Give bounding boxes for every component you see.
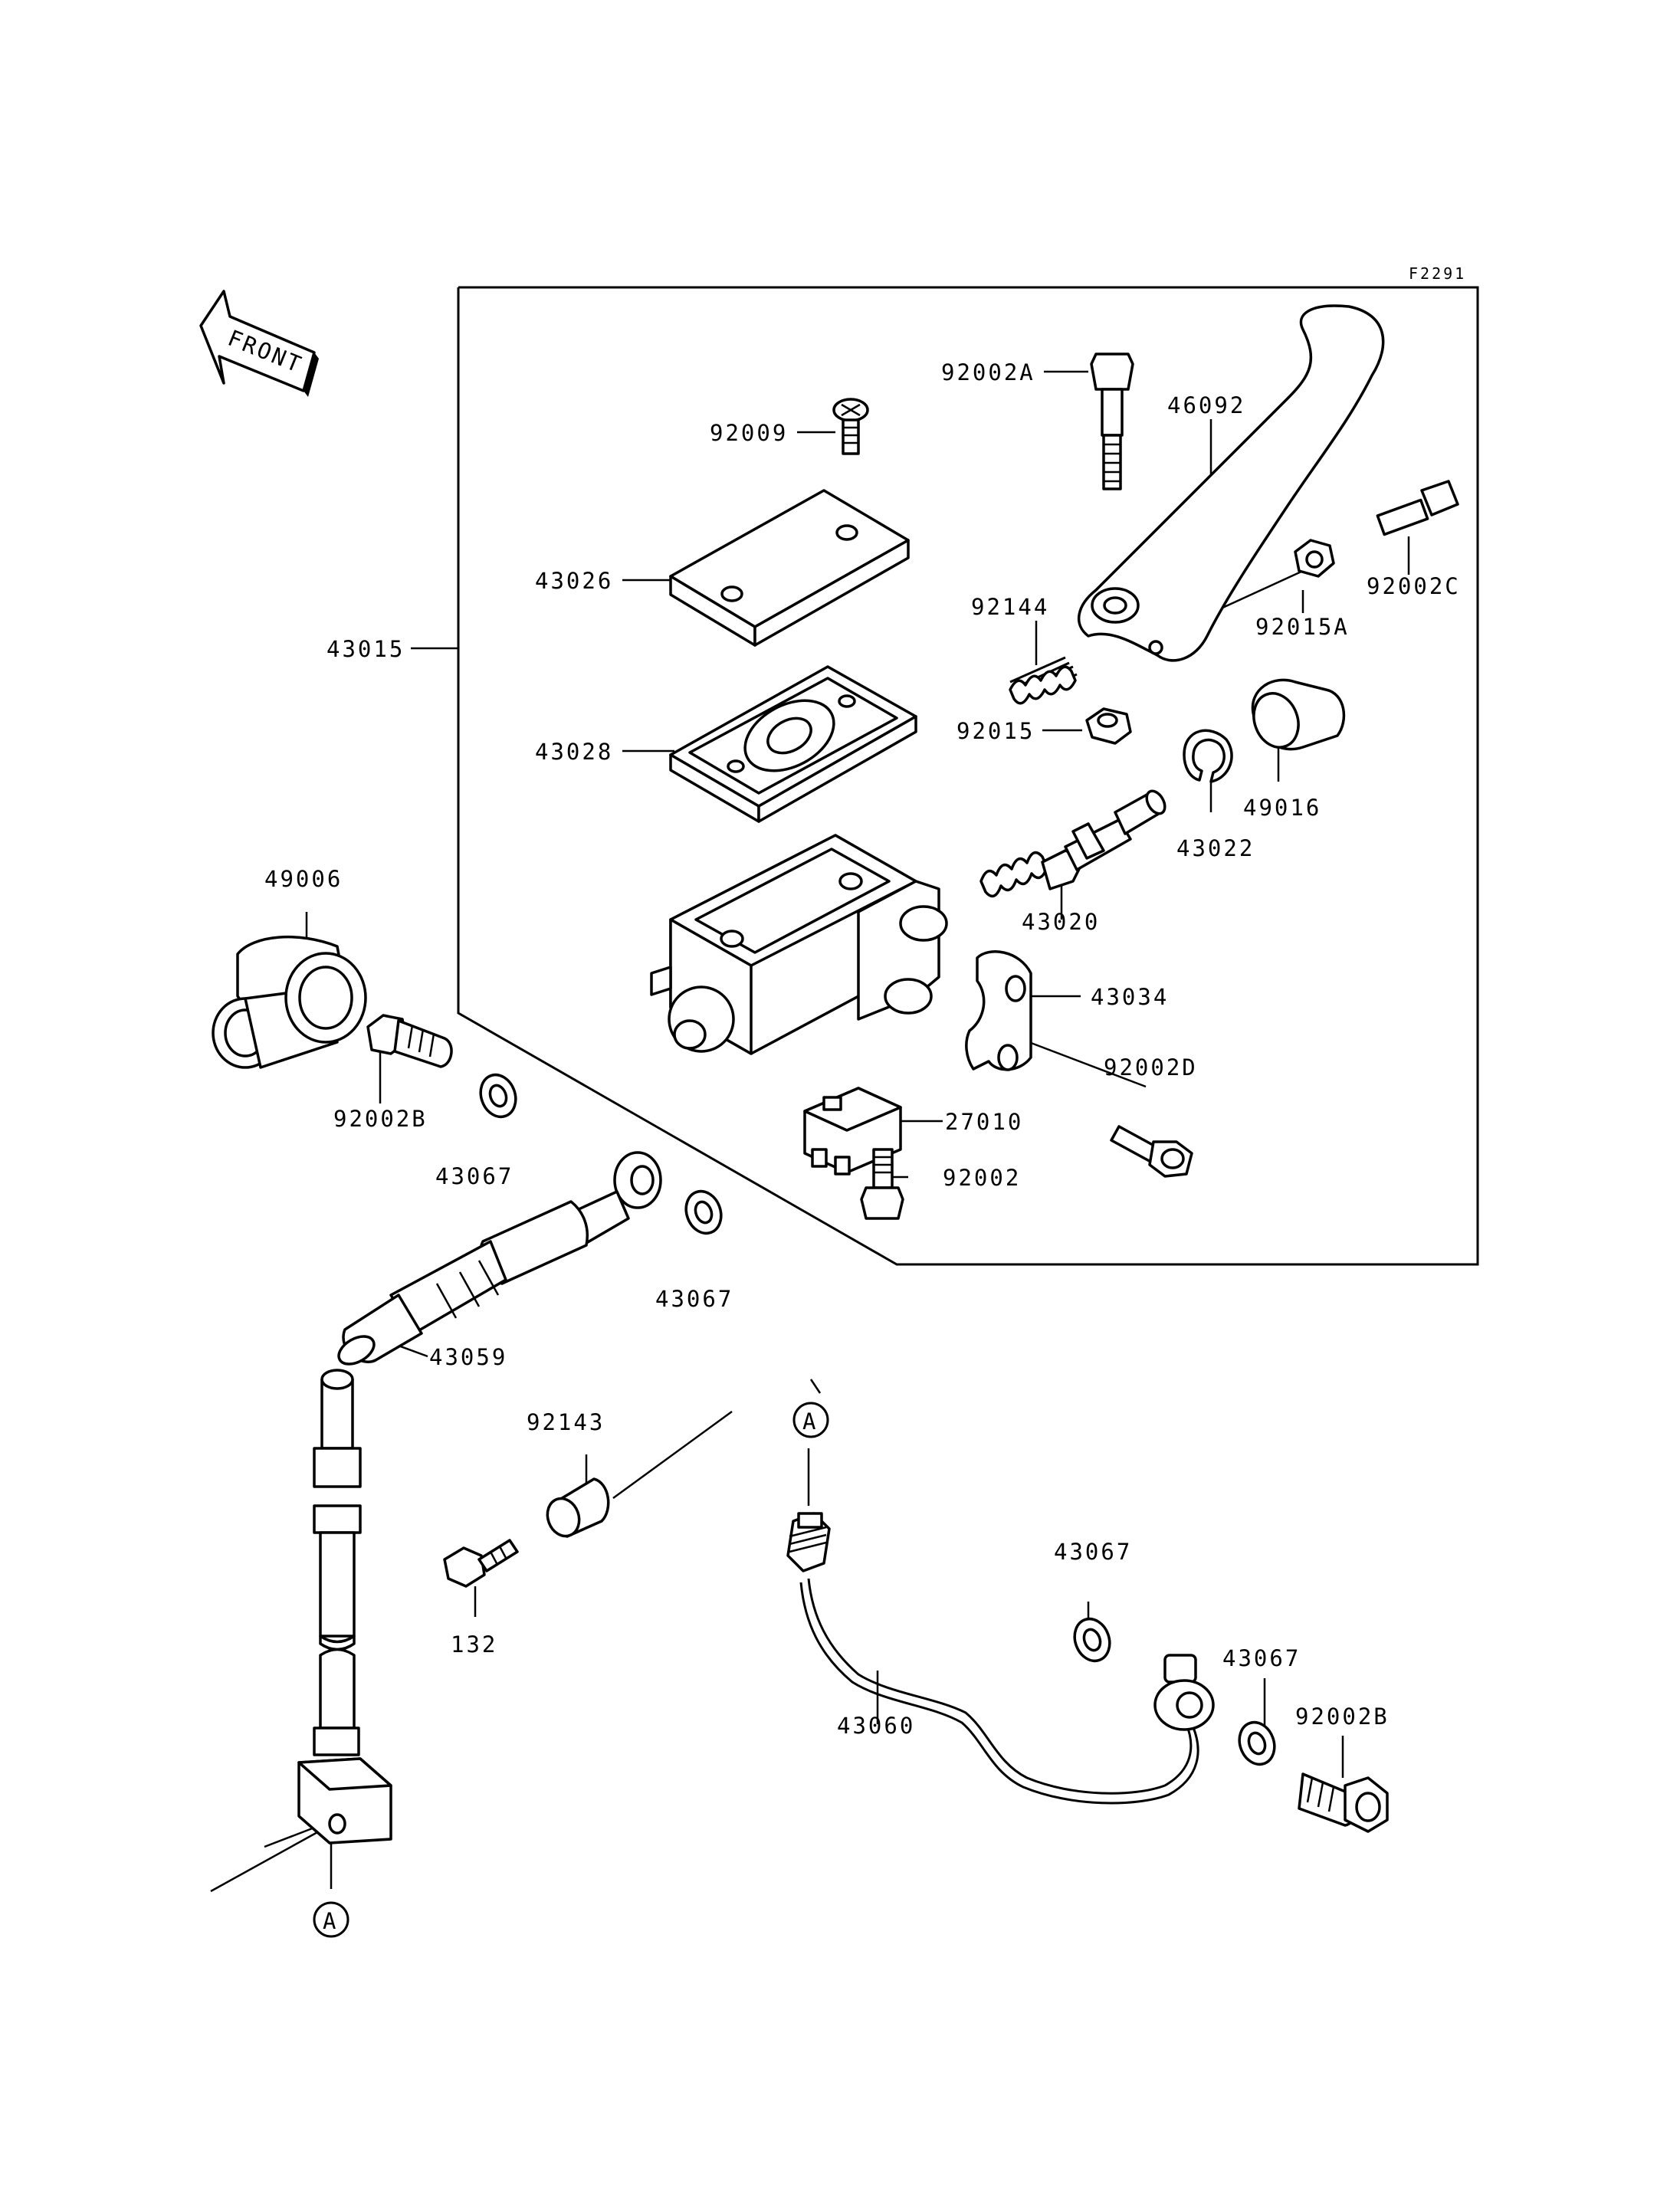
part-label-92002d: 92002D (1104, 1054, 1198, 1080)
washer-43067-c-icon (1073, 1617, 1111, 1663)
collar-92143-icon (546, 1477, 610, 1538)
part-label-43067-c: 43067 (1054, 1539, 1132, 1565)
nut-92015-icon (1085, 707, 1132, 745)
washer-43067-d-icon (1238, 1720, 1276, 1766)
part-label-92002: 92002 (943, 1165, 1021, 1191)
part-label-43060: 43060 (837, 1713, 915, 1739)
master-cylinder-body-icon (650, 834, 948, 1055)
part-label-43028: 43028 (535, 739, 613, 765)
brake-lever-46092-icon (1077, 304, 1385, 662)
part-label-49006: 49006 (264, 866, 343, 892)
part-label-27010: 27010 (945, 1109, 1023, 1135)
part-label-92002c: 92002C (1367, 573, 1461, 599)
boot-49016-icon (1251, 678, 1346, 751)
front-arrow-icon: FRONT (199, 290, 319, 397)
part-label-46092: 46092 (1167, 392, 1245, 418)
part-label-43059: 43059 (429, 1344, 507, 1370)
bolt-92002-icon (860, 1148, 904, 1220)
part-label-92002b-top: 92002B (333, 1106, 428, 1132)
bolt-92002a-icon (1090, 353, 1134, 490)
part-label-92144: 92144 (971, 594, 1049, 620)
clamp-43034-icon (965, 950, 1032, 1071)
part-label-43020: 43020 (1022, 909, 1100, 935)
brake-pipe-43060-icon (786, 1512, 1215, 1805)
banjo-bolt-92002b-bottom-icon (1298, 1772, 1389, 1833)
part-label-43022: 43022 (1176, 835, 1255, 861)
part-label-132: 132 (451, 1631, 497, 1658)
banjo-bolt-92002b-top-icon (366, 1014, 453, 1068)
diaphragm-43028-icon (669, 665, 917, 823)
reservoir-cap-43026-icon (669, 489, 910, 647)
brake-hose-43059-icon (297, 1151, 662, 1844)
assembly-outline (457, 286, 1479, 1266)
part-label-92002a: 92002A (941, 359, 1035, 385)
part-label-43067-d: 43067 (1222, 1645, 1301, 1671)
part-label-92015a: 92015A (1255, 614, 1350, 640)
part-label-92009: 92009 (710, 420, 788, 446)
part-label-43034: 43034 (1091, 984, 1169, 1010)
reference-marker-a-top: A (792, 1402, 829, 1438)
piston-43020-icon (979, 789, 1166, 898)
bolt-132-icon (443, 1539, 519, 1588)
part-label-92015: 92015 (956, 718, 1035, 744)
part-label-49016: 49016 (1243, 795, 1321, 821)
screw-92009-icon (832, 398, 869, 455)
reference-marker-a-bottom: A (313, 1901, 349, 1938)
part-label-43015: 43015 (326, 636, 405, 662)
bolt-92002d-icon (1110, 1125, 1193, 1178)
part-label-92002b-bottom: 92002B (1295, 1703, 1390, 1730)
reference-marker-a-top-label: A (802, 1408, 818, 1435)
part-label-43026: 43026 (535, 568, 613, 594)
part-label-92143: 92143 (527, 1409, 605, 1435)
figure-code: F2291 (1409, 264, 1466, 283)
washer-43067-b-icon (684, 1189, 723, 1235)
circlip-43022-icon (1183, 729, 1233, 783)
bolt-92002c-icon (1376, 480, 1459, 536)
spring-92144-icon (1009, 656, 1078, 705)
fitting-49006-icon (212, 935, 367, 1069)
part-label-43067-b: 43067 (655, 1286, 733, 1312)
washer-43067-a-icon (479, 1073, 517, 1119)
part-label-43067-a: 43067 (435, 1163, 514, 1189)
reference-marker-a-bottom-label: A (323, 1908, 338, 1934)
nut-92015a-icon (1294, 539, 1335, 578)
